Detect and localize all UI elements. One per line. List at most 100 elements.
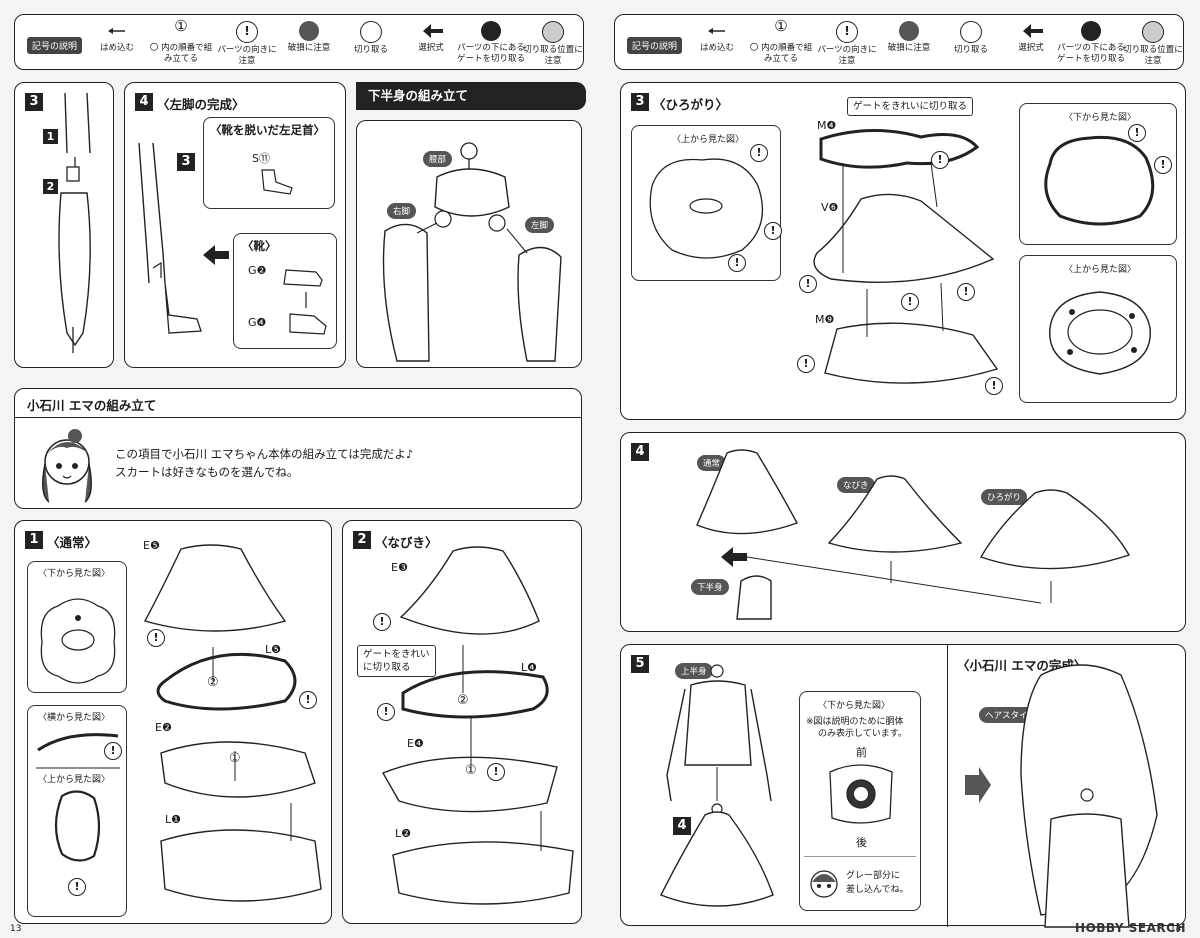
order-2: ②: [207, 675, 219, 690]
view-top2-title: 〈上から見た図〉: [1064, 265, 1137, 275]
lower-body-header: 下半身の組み立て: [356, 82, 586, 110]
view-top-box: 〈上から見た図〉 ! ! !: [631, 125, 782, 281]
ankle-title: 〈靴を脱いだ左足首〉: [210, 123, 325, 137]
divider: [804, 856, 916, 857]
legend-item-broken: 破損に注意: [877, 21, 941, 54]
divider: [947, 645, 948, 927]
cut-position-icon: [1142, 21, 1164, 43]
broken-icon: [299, 21, 319, 41]
step-number: 5: [631, 655, 649, 673]
legend-item-gate: パーツの下にあるゲートを切り取る: [457, 21, 525, 65]
part-L4: L❹: [521, 661, 537, 674]
legend-item-gate: パーツの下にあるゲートを切り取る: [1057, 21, 1125, 65]
page-14: 記号の説明 はめ込む ① 〇 内の順番で組み立てる ! パーツの向きに注意 破損…: [600, 0, 1200, 938]
shoe-part-1: G❷: [248, 264, 267, 277]
skirt-flow-panel: 2 〈なびき〉 E❸ L❹ E❹ L❷ ゲートをきれい に切り取る ② ① ! …: [342, 520, 582, 924]
warning-icon: !: [373, 613, 391, 631]
lower-body-drawing: [382, 142, 562, 362]
part-M4: M❹: [817, 119, 837, 132]
legend-item-order: ① 〇 内の順番で組み立てる: [749, 17, 813, 65]
legend-item-broken: 破損に注意: [277, 21, 341, 54]
view-side-title: 〈横から見た図〉: [38, 713, 111, 723]
part-E3: E❸: [391, 561, 408, 574]
warning-icon: !: [1154, 156, 1172, 174]
cut-icon: [960, 21, 982, 43]
legend-item-cut: 切り取る: [939, 21, 1003, 56]
step3-spread-panel: 3 〈ひろがり〉 ゲートをきれいに切り取る M❹ V❻ M❾ 〈上から見た図〉 …: [620, 82, 1186, 420]
warning-icon: !: [901, 293, 919, 311]
option-flow-label: なびき: [837, 477, 875, 493]
step-title: 〈通常〉: [47, 535, 98, 550]
part-L1: L❶: [165, 813, 181, 826]
warning-icon: !: [68, 878, 86, 896]
warning-icon: !: [728, 254, 746, 272]
step3-panel: 3 1 2: [14, 82, 114, 368]
option-normal-label: 通常: [697, 455, 727, 471]
shoe-drawing: [283, 269, 327, 335]
gate-note: ゲートをきれい に切り取る: [357, 645, 436, 677]
warning-icon: !: [931, 151, 949, 169]
emma-face-icon: [810, 870, 838, 898]
view-bottom-box: 〈下から見た図〉 ※図は説明のために胴体 のみ表示しています。 前 後 グレー部…: [799, 691, 921, 911]
step-title: 〈ひろがり〉: [653, 97, 729, 112]
step-title: 〈なびき〉: [375, 535, 438, 550]
legend-item-push: はめ込む: [685, 21, 749, 54]
speech-line-1: この項目で小石川 エマちゃん本体の組み立ては完成だよ♪: [115, 447, 414, 461]
gate-icon: [481, 21, 501, 41]
torso-bottom-drawing: [829, 764, 893, 824]
spread-skirt-drawing: [813, 128, 999, 384]
back-label: 後: [856, 836, 867, 849]
skirt-options-drawing: [696, 449, 1131, 620]
left-leg-label: 左脚: [525, 217, 555, 233]
order-2: ②: [457, 693, 469, 708]
part-V6: V❻: [821, 201, 839, 214]
shoe-box: 〈靴〉 G❷ G❹: [233, 233, 337, 349]
step-number: 2: [353, 531, 371, 549]
view-top-title: 〈上から見た図〉: [38, 775, 111, 785]
step-number: 3: [25, 93, 43, 111]
step5-panel: 5 〈小石川 エマの完成〉 上半身 4 〈下から見た図〉 ※図は説明のために胴体…: [620, 644, 1186, 928]
view-bottom-title: 〈下から見た図〉: [818, 701, 891, 711]
leg-drawing: [138, 142, 229, 334]
right-leg-label: 右脚: [387, 203, 417, 219]
legend-item-direction: ! パーツの向きに注意: [215, 21, 279, 67]
front-label: 前: [856, 746, 867, 759]
page-number: 14: [1170, 924, 1182, 934]
warning-icon: !: [957, 283, 975, 301]
page-number: 13: [10, 924, 22, 934]
view-bottom-box: 〈下から見た図〉: [27, 561, 127, 693]
step-number: 4: [135, 93, 153, 111]
step-number: 1: [25, 531, 43, 549]
warning-icon: !: [797, 355, 815, 373]
assembly-header: 小石川 エマの組み立て: [14, 388, 582, 418]
exclamation-icon: !: [836, 21, 858, 43]
legend-item-cut-position: 切り取る位置に注意: [521, 21, 585, 67]
shoe-title: 〈靴〉: [242, 239, 277, 253]
choice-arrow-icon: [423, 24, 443, 38]
ankle-box: 〈靴を脱いだ左足首〉 S⑪: [203, 117, 335, 209]
cut-icon: [360, 21, 382, 43]
spread-top-drawing: [649, 158, 764, 259]
step4-panel: 4 〈左脚の完成〉 3 〈靴を脱いだ左足首〉 S⑪ 〈靴〉 G❷ G❹: [124, 82, 346, 368]
part-E5: E❺: [143, 539, 160, 552]
warning-icon: !: [750, 144, 768, 162]
assembly-title: 小石川 エマの組み立て: [27, 398, 157, 413]
warning-icon: !: [147, 629, 165, 647]
gate-note: ゲートをきれいに切り取る: [847, 97, 974, 116]
foot-drawing: [261, 169, 293, 195]
step-title: 〈左脚の完成〉: [157, 97, 245, 112]
view-side-box: 〈横から見た図〉 〈上から見た図〉 ! !: [27, 705, 127, 917]
legend-bar: 記号の説明 はめ込む ① 〇 内の順番で組み立てる ! パーツの向きに注意 破損…: [614, 14, 1184, 70]
leg-drawing: [58, 92, 91, 353]
warning-icon: !: [799, 275, 817, 293]
ankle-part: S⑪: [252, 152, 270, 165]
legend-item-order: ① 〇 内の順番で組み立てる: [149, 17, 213, 65]
legend-tag: 記号の説明: [27, 37, 83, 54]
legend-item-choice: 選択式: [999, 21, 1063, 54]
brand-watermark: HOBBY SEARCH: [1075, 921, 1186, 935]
view-bottom-box: 〈下から見た図〉 ! !: [1019, 103, 1177, 245]
marker-1: 1: [43, 129, 58, 144]
view-top2-box: 〈上から見た図〉: [1019, 255, 1177, 403]
legend-tag: 記号の説明: [627, 37, 683, 54]
legend-item-choice: 選択式: [399, 21, 463, 54]
